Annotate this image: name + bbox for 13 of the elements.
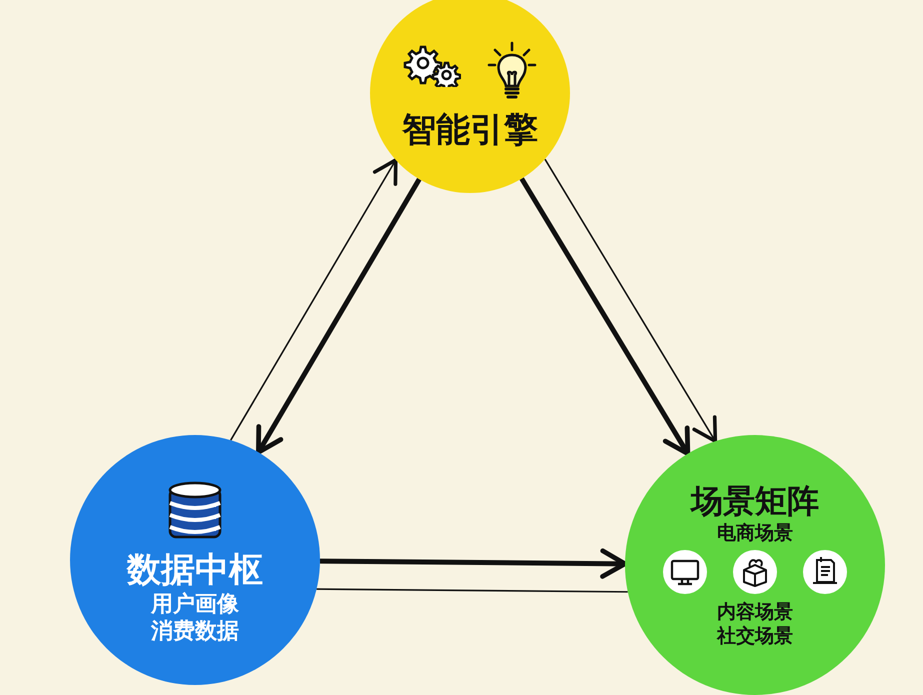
scene-label: 内容场景 xyxy=(717,601,793,624)
subtitle: 消费数据 xyxy=(151,618,239,646)
arrow xyxy=(544,158,718,443)
arrow xyxy=(230,158,398,441)
arrow xyxy=(320,548,628,579)
arrow xyxy=(256,178,422,455)
engine-title: 智能引擎 xyxy=(402,110,538,151)
hub-title: 数据中枢 xyxy=(127,550,263,590)
subtitle: 用户画像 xyxy=(151,592,239,618)
matrix-title: 场景矩阵 xyxy=(691,482,819,520)
arrow xyxy=(520,177,690,456)
scene-label: 社交场景 xyxy=(717,625,793,648)
scene-label: 电商场景 xyxy=(717,522,793,544)
